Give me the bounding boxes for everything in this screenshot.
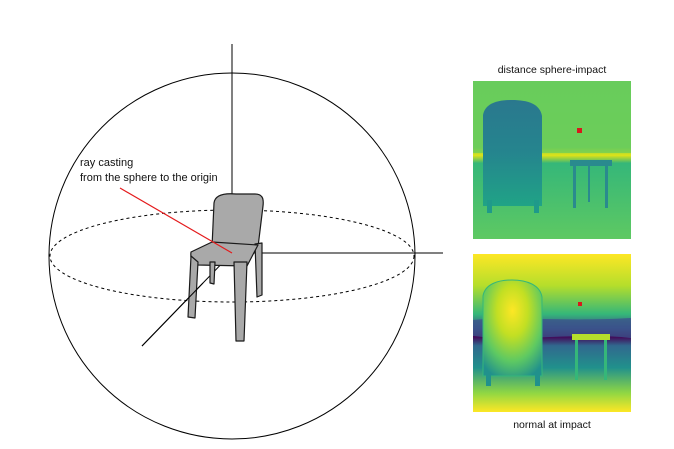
chair-backrest xyxy=(211,193,264,253)
chair-leg-rear-left xyxy=(209,261,216,285)
ray-line xyxy=(119,187,233,254)
distance-chair-backrest xyxy=(483,100,542,206)
normal-panel: normal at impact xyxy=(473,254,631,431)
ray-label-line2: from the sphere to the origin xyxy=(80,172,218,184)
chair-seat xyxy=(190,241,259,267)
distance-chair-leg xyxy=(534,200,539,213)
distance-panel: distance sphere-impact xyxy=(473,64,631,239)
normal-far-table xyxy=(572,334,610,380)
equator-dashed-ellipse xyxy=(49,209,415,303)
ray-label-line1: ray casting xyxy=(80,157,133,169)
axis-depth-front-segment xyxy=(141,282,204,347)
normal-chair-backrest xyxy=(482,279,543,377)
chair-leg-front-right xyxy=(233,261,248,342)
distance-far-table xyxy=(570,160,612,208)
distance-impact-marker xyxy=(577,128,582,133)
distance-panel-caption: distance sphere-impact xyxy=(498,64,607,76)
normal-impact-marker xyxy=(578,302,582,306)
sphere-scene: ray casting from the sphere to the origi… xyxy=(48,44,443,440)
chair-leg-rear-right xyxy=(254,242,263,298)
normal-panel-caption: normal at impact xyxy=(513,419,591,431)
chair-model xyxy=(187,193,264,342)
chair-leg-front-left xyxy=(187,255,199,319)
distance-chair-leg xyxy=(487,200,492,213)
